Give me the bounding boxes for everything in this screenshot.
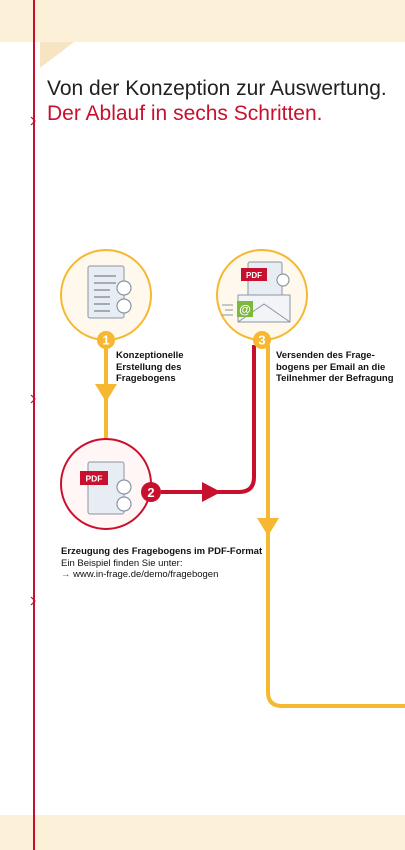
connector-step1-to-step2 (95, 345, 117, 450)
step-2-link-row: → www.in-frage.de/demo/fragebogen (61, 569, 262, 581)
demo-link[interactable]: www.in-frage.de/demo/fragebogen (73, 569, 219, 580)
step-3-line: Versenden des Frage- (276, 350, 375, 361)
margin-ticks (30, 116, 36, 606)
pdf-document-icon: PDF (80, 461, 132, 515)
step-3-description: Versenden des Frage- bogens per Email an… (276, 350, 394, 385)
page-fold-decoration (40, 42, 74, 68)
step-1-line: Konzeptionelle (116, 350, 184, 361)
step-1-description: Konzeptionelle Erstellung des Fragebogen… (116, 350, 184, 385)
step-3-node: PDF @ 3 (216, 249, 308, 349)
pdf-badge: PDF (86, 474, 103, 484)
step-2-description: Erzeugung des Fragebogens im PDF-Format … (61, 546, 262, 581)
headline-line-1: Von der Konzeption zur Auswertung. (47, 77, 387, 100)
top-band (0, 0, 405, 42)
link-arrow-icon: → (61, 569, 71, 580)
step-2-number: 2 (147, 485, 154, 500)
step-3-line: Teilnehmer der Befragung (276, 373, 394, 384)
document-icon (87, 265, 132, 319)
email-pdf-icon: PDF @ (222, 261, 291, 323)
svg-text:@: @ (239, 303, 251, 317)
connector-step2-to-step3 (161, 345, 256, 502)
bottom-band (0, 815, 405, 850)
step-3-line: bogens per Email an die (276, 361, 386, 373)
margin-line (33, 0, 35, 850)
pdf-badge: PDF (246, 271, 262, 280)
connector-step3-down (257, 345, 405, 708)
step-2-subtitle: Ein Beispiel finden Sie unter: (61, 557, 183, 569)
step-2-node: PDF 2 (60, 438, 161, 530)
step-3-number: 3 (258, 333, 265, 348)
step-1-line: Erstellung des (116, 361, 182, 373)
step-1-number: 1 (102, 333, 109, 348)
step-1-node: 1 (60, 249, 152, 349)
step-2-title: Erzeugung des Fragebogens im PDF-Format (61, 546, 263, 557)
headline: Von der Konzeption zur Auswertung. Der A… (47, 76, 387, 126)
headline-line-2: Der Ablauf in sechs Schritten. (47, 102, 323, 125)
step-1-line: Fragebogens (116, 373, 176, 384)
